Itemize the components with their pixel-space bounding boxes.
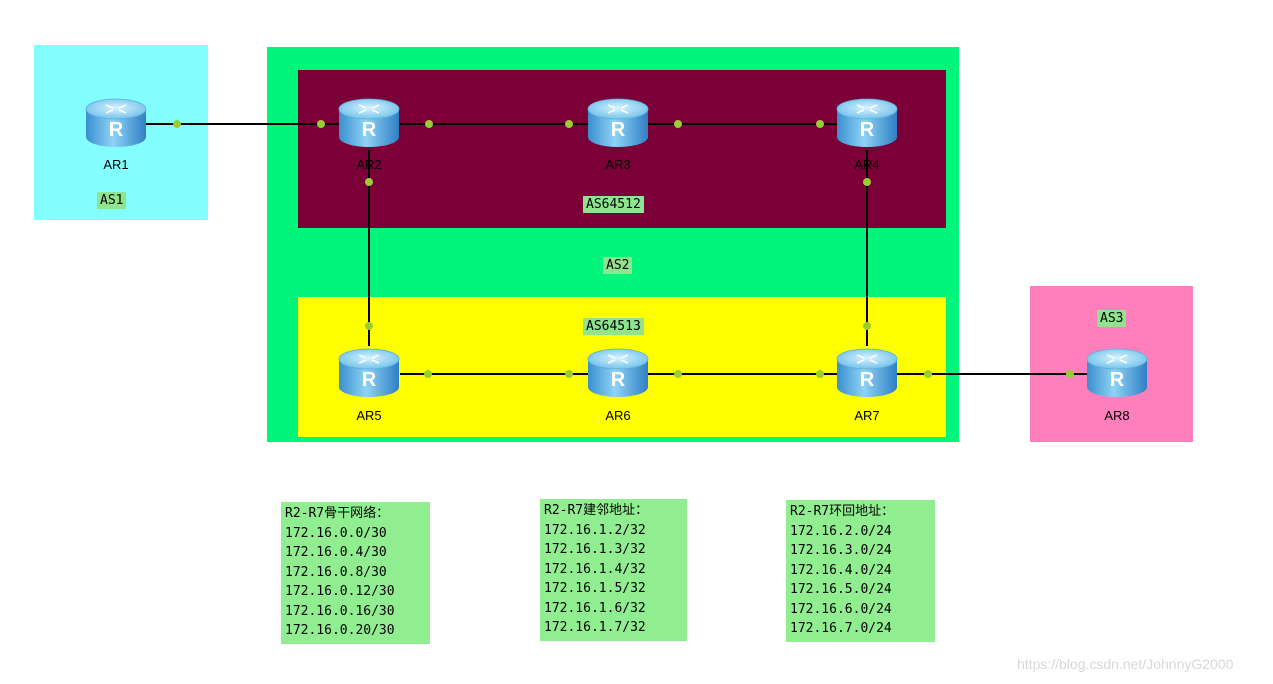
neighbor-address-line: 172.16.1.3/32 bbox=[544, 542, 646, 557]
as64512-label: AS64512 bbox=[583, 196, 644, 213]
router-icon[interactable] bbox=[836, 343, 898, 405]
backbone-network-line: 172.16.0.4/30 bbox=[285, 545, 387, 560]
router-label-ar7: AR7 bbox=[854, 408, 880, 423]
router-icon[interactable] bbox=[836, 93, 898, 155]
router-label-ar2: AR2 bbox=[356, 157, 382, 172]
backbone-network-line: 172.16.0.0/30 bbox=[285, 525, 387, 541]
backbone-network-line: 172.16.0.8/30 bbox=[285, 564, 387, 580]
backbone-network-line: 172.16.0.12/30 bbox=[285, 584, 395, 599]
backbone-network-line: 172.16.0.16/30 bbox=[285, 603, 395, 619]
as1-label: AS1 bbox=[97, 192, 127, 209]
port-dot bbox=[816, 120, 824, 128]
router-label-ar5: AR5 bbox=[356, 408, 382, 423]
router-icon[interactable] bbox=[587, 93, 649, 155]
port-dot bbox=[317, 120, 325, 128]
port-dot bbox=[424, 370, 432, 378]
port-dot bbox=[365, 322, 373, 330]
loopback-address-line: 172.16.7.0/24 bbox=[790, 621, 892, 636]
loopback-address-title: R2-R7环回地址： bbox=[790, 504, 895, 519]
router-label-ar8: AR8 bbox=[1104, 408, 1130, 423]
router-label-ar1: AR1 bbox=[103, 157, 129, 172]
router-icon[interactable] bbox=[1086, 343, 1148, 405]
port-dot bbox=[863, 322, 871, 330]
neighbor-address-line: 172.16.1.7/32 bbox=[544, 620, 646, 635]
router-label-ar4: AR4 bbox=[854, 157, 880, 172]
backbone-network-title: R2-R7骨干网络： bbox=[285, 506, 390, 521]
neighbor-address-line: 172.16.1.6/32 bbox=[544, 600, 646, 616]
router-label-ar6: AR6 bbox=[605, 408, 631, 423]
as3-label: AS3 bbox=[1097, 310, 1127, 327]
router-icon[interactable] bbox=[338, 93, 400, 155]
loopback-address-line: 172.16.3.0/24 bbox=[790, 543, 892, 558]
loopback-address-line: 172.16.6.0/24 bbox=[790, 601, 892, 617]
neighbor-address-line: 172.16.1.4/32 bbox=[544, 561, 646, 577]
router-icon[interactable] bbox=[587, 343, 649, 405]
port-dot bbox=[565, 370, 573, 378]
neighbor-address-line: 172.16.1.2/32 bbox=[544, 522, 646, 538]
router-icon[interactable] bbox=[338, 343, 400, 405]
loopback-address-line: 172.16.2.0/24 bbox=[790, 523, 892, 539]
router-icon[interactable] bbox=[85, 93, 147, 155]
router-label-ar3: AR3 bbox=[605, 157, 631, 172]
loopback-address-line: 172.16.4.0/24 bbox=[790, 562, 892, 578]
port-dot bbox=[816, 370, 824, 378]
port-dot bbox=[365, 178, 373, 186]
port-dot bbox=[173, 120, 181, 128]
port-dot bbox=[863, 178, 871, 186]
backbone-network-line: 172.16.0.20/30 bbox=[285, 623, 395, 638]
loopback-address-box: R2-R7环回地址： 172.16.2.0/24 172.16.3.0/24 1… bbox=[786, 500, 935, 642]
port-dot bbox=[425, 120, 433, 128]
backbone-network-box: R2-R7骨干网络： 172.16.0.0/30 172.16.0.4/30 1… bbox=[281, 502, 430, 644]
port-dot bbox=[674, 120, 682, 128]
watermark: https://blog.csdn.net/JohnnyG2000 bbox=[1017, 656, 1234, 672]
neighbor-address-line: 172.16.1.5/32 bbox=[544, 581, 646, 596]
port-dot bbox=[1066, 370, 1074, 378]
as64513-label: AS64513 bbox=[583, 318, 644, 335]
port-dot bbox=[565, 120, 573, 128]
loopback-address-line: 172.16.5.0/24 bbox=[790, 582, 892, 597]
neighbor-address-box: R2-R7建邻地址： 172.16.1.2/32 172.16.1.3/32 1… bbox=[540, 499, 687, 641]
neighbor-address-title: R2-R7建邻地址： bbox=[544, 503, 649, 518]
as2-label: AS2 bbox=[603, 257, 633, 274]
port-dot bbox=[674, 370, 682, 378]
port-dot bbox=[924, 370, 932, 378]
